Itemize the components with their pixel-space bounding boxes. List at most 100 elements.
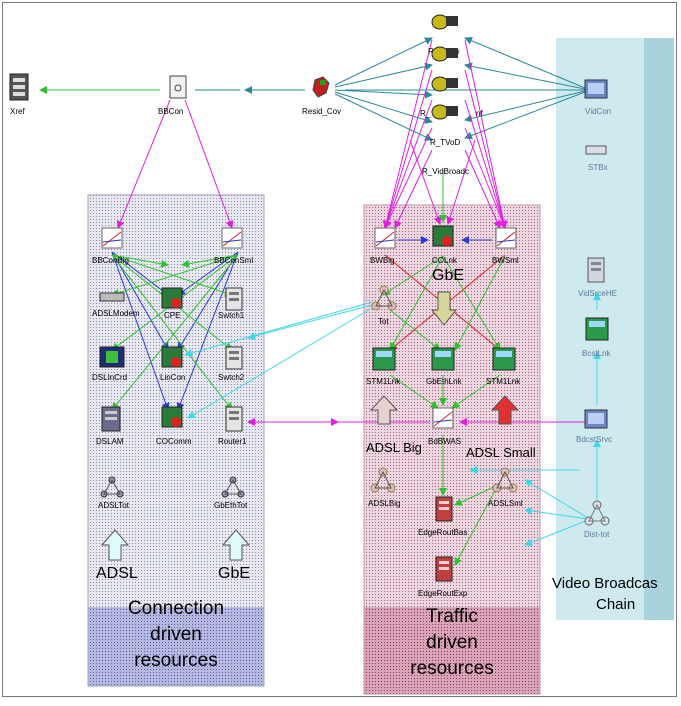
edgeroutbas-label: EdgeRoutBas: [418, 528, 467, 537]
edge-dist-exp: [524, 519, 589, 547]
edges: [39, 37, 601, 566]
node-vidcon[interactable]: VidCon: [584, 79, 611, 116]
node-bbcon[interactable]: BBCon: [158, 75, 187, 116]
node-bbconsml[interactable]: BBConSml: [214, 227, 253, 265]
bbconbig-label: BBConBig: [92, 256, 129, 265]
video-region: [556, 38, 674, 620]
bwbig-label: BWBig: [370, 256, 394, 265]
node-dslam[interactable]: DSLAM: [96, 406, 124, 446]
gbe-arrow-label: GbE: [218, 565, 250, 582]
bdcstsrvc-label: BdcstSrvc: [576, 435, 612, 444]
edge-tot-swtch2: [247, 304, 373, 341]
node-router1[interactable]: Router1: [218, 406, 247, 446]
video-title: Video Broadcas Chain: [552, 575, 658, 613]
edge-adslsml-edgeroutexp: [454, 484, 499, 566]
connection-title-1: Connection: [128, 598, 224, 619]
edge-resid-tvod: [334, 91, 433, 124]
adsl-arrow-label: ADSL: [96, 565, 138, 582]
r-vidbroadc-label: R_VidBroadc: [422, 167, 469, 176]
node-r-vidbroadc: R_VidBroadc: [422, 167, 469, 176]
node-bdbwas[interactable]: BdBWAS: [428, 407, 461, 446]
edge-resid-inf: [334, 89, 433, 99]
edge-tot-lincon: [184, 301, 373, 357]
node-cocom[interactable]: COComm: [156, 406, 192, 446]
node-xref[interactable]: Xref: [9, 73, 29, 116]
edge-tot-cocom: [187, 307, 373, 419]
node-adslbig[interactable]: ADSLBig: [368, 467, 400, 508]
node-resid-cov[interactable]: Resid_Cov: [302, 76, 341, 116]
node-swtch1[interactable]: Swtch1: [218, 287, 245, 320]
bbconsml-label: BBConSml: [214, 256, 253, 265]
edge-sml-lincon: [177, 251, 239, 351]
edge-bwsml-gbeth: [454, 255, 506, 351]
node-adsltot[interactable]: ADSLTot: [98, 476, 130, 510]
adsl-big-arrow: [369, 395, 399, 425]
edge-big-cocom: [111, 251, 170, 411]
bbcon-label: BBCon: [158, 107, 183, 116]
edge-big-cpe: [111, 251, 169, 296]
node-bdcstsrvc[interactable]: BdcstSrvc: [576, 409, 612, 444]
node-bcstlnk[interactable]: BcstLnk: [582, 317, 611, 358]
node-stm1lnk-right[interactable]: STM1Lnk: [486, 347, 521, 386]
edge-vid-bwsml: [464, 149, 501, 229]
adsl-big-label: ADSL Big: [366, 440, 422, 455]
node-colnk[interactable]: COLnk: [432, 225, 458, 265]
node-bwsml[interactable]: BWSml: [492, 227, 519, 265]
edge-r-colnk-a: [409, 139, 442, 225]
dist-label: Dist-tot: [584, 530, 610, 539]
edge-tvod-bwsml: [464, 127, 507, 229]
adslbig-label: ADSLBig: [368, 499, 400, 508]
edge-dist-adslsml: [524, 479, 589, 519]
edge-big-swtch1: [111, 254, 233, 297]
node-dist[interactable]: Dist-tot: [584, 500, 610, 539]
node-stbx[interactable]: STBx: [585, 145, 608, 172]
r-inf-label: R_: [420, 109, 431, 118]
edge-stmr-bdbwas: [451, 374, 501, 409]
stbx-label: STBx: [588, 163, 608, 172]
edge-vid-r2: [464, 62, 586, 90]
node-edgeroutexp[interactable]: EdgeRoutExp: [418, 556, 468, 598]
node-vidsrcehe[interactable]: VidSrceHE: [578, 257, 617, 298]
edge-bbcon-sml: [184, 99, 234, 229]
edge-stml-bdbwas: [389, 374, 439, 409]
edge-tot-gbeth: [389, 309, 441, 351]
node-stm1lnk-left[interactable]: STM1Lnk: [366, 347, 401, 386]
node-edgeroutbas[interactable]: EdgeRoutBas: [418, 496, 467, 537]
node-adslmodem[interactable]: ADSLModem: [92, 292, 140, 318]
adslsml-label: ADSLSml: [488, 499, 523, 508]
edge-bbcon-big: [116, 99, 171, 229]
edge-dist-bas: [524, 507, 589, 520]
adsltot-label: ADSLTot: [98, 501, 130, 510]
edge-sml-dslam: [111, 254, 239, 411]
node-r-inf[interactable]: R_ nf: [420, 76, 483, 118]
router1-label: Router1: [218, 437, 247, 446]
node-tot[interactable]: Tot: [371, 285, 397, 326]
edge-colnk-stml: [389, 255, 444, 351]
edge-sml-adslmodem: [111, 254, 239, 297]
bdbwas-label: BdBWAS: [428, 437, 461, 446]
video-title-1: Video Broadcas: [552, 575, 658, 592]
edge-tvod-bwbig: [384, 127, 433, 229]
node-cpe[interactable]: CPE: [161, 287, 183, 320]
node-dslincrd[interactable]: DSLInCrd: [92, 346, 127, 382]
node-r-2[interactable]: [431, 46, 458, 62]
edge-resid-vidbroadc: [334, 93, 433, 141]
node-adslsml[interactable]: ADSLSml: [488, 467, 523, 508]
node-r-4[interactable]: R_TVoD: [430, 104, 460, 147]
edge-inf-bwsml: [464, 99, 507, 229]
edge-vid-bwbig: [394, 149, 433, 229]
connection-title: Connection driven resources: [128, 598, 224, 671]
node-bwbig[interactable]: BWBig: [370, 227, 396, 265]
edge-big-router: [111, 254, 233, 411]
node-gbethlnk[interactable]: GbEthLnk: [426, 347, 463, 386]
node-swtch2[interactable]: Swtch2: [218, 346, 245, 382]
node-bbconbig[interactable]: BBConBig: [92, 227, 129, 265]
vidsrcehe-label: VidSrceHE: [578, 289, 617, 298]
bwsml-label: BWSml: [492, 256, 519, 265]
video-title-2: Chain: [596, 596, 635, 613]
node-lincon[interactable]: LinCon: [160, 346, 185, 382]
swtch2-label: Swtch2: [218, 373, 245, 382]
node-gbethtot[interactable]: GbEthTot: [214, 476, 248, 510]
lincon-label: LinCon: [160, 373, 185, 382]
